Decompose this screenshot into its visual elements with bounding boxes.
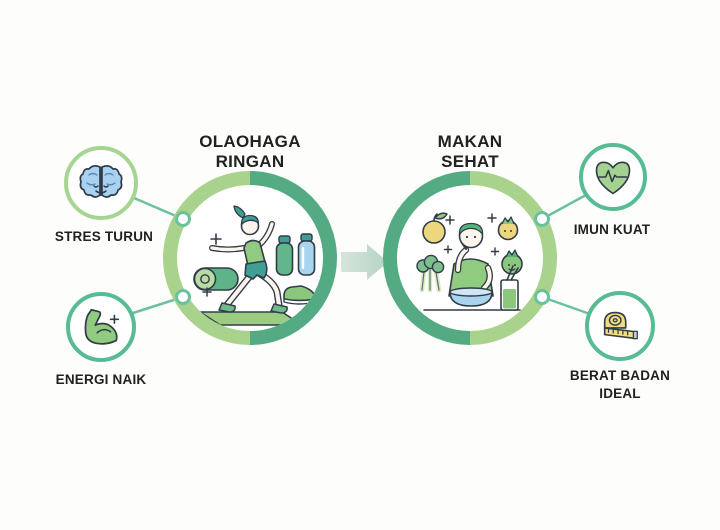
exercise-node-inner xyxy=(177,185,323,331)
bicep-icon xyxy=(84,308,120,345)
benefit-label-stres-turun: STRES TURUN xyxy=(54,229,154,244)
benefit-label-berat-line2: IDEAL xyxy=(599,386,641,401)
benefit-label-imun-kuat: IMUN KUAT xyxy=(573,222,651,237)
connector-dot xyxy=(175,289,191,305)
connector-dot xyxy=(534,289,550,305)
left-node-title-line1: OLAOHAGA xyxy=(199,132,301,151)
connector-dot xyxy=(534,211,550,227)
exercise-node-circle xyxy=(163,171,337,345)
left-node-title: OLAOHAGA RINGAN xyxy=(165,132,335,172)
left-node-title-line2: RINGAN xyxy=(215,152,285,171)
benefit-circle-energi-naik xyxy=(66,292,136,362)
heart-pulse-icon xyxy=(595,161,631,195)
right-node-title-line2: SEHAT xyxy=(441,152,499,171)
exercise-illustration xyxy=(193,205,316,326)
right-node-title-line1: MAKAN xyxy=(437,132,503,151)
measuring-tape-icon xyxy=(603,311,638,340)
right-node-title: MAKAN SEHAT xyxy=(385,132,555,172)
connector-dot xyxy=(175,211,191,227)
benefit-label-energi-naik: ENERGI NAIK xyxy=(55,372,147,387)
benefit-circle-berat-badan-ideal xyxy=(585,291,655,361)
healthy-eating-illustration xyxy=(416,212,523,311)
arrow-right-icon xyxy=(341,244,388,280)
diet-node-inner xyxy=(397,185,543,331)
benefit-label-berat-line1: BERAT BADAN xyxy=(569,368,671,383)
benefit-circle-stres-turun xyxy=(64,146,138,220)
connector-line xyxy=(541,295,591,316)
brain-icon xyxy=(79,165,123,198)
benefit-circle-imun-kuat xyxy=(579,143,647,211)
diet-node-circle xyxy=(383,171,557,345)
benefit-label-berat-badan-ideal: BERAT BADAN IDEAL xyxy=(545,367,695,403)
